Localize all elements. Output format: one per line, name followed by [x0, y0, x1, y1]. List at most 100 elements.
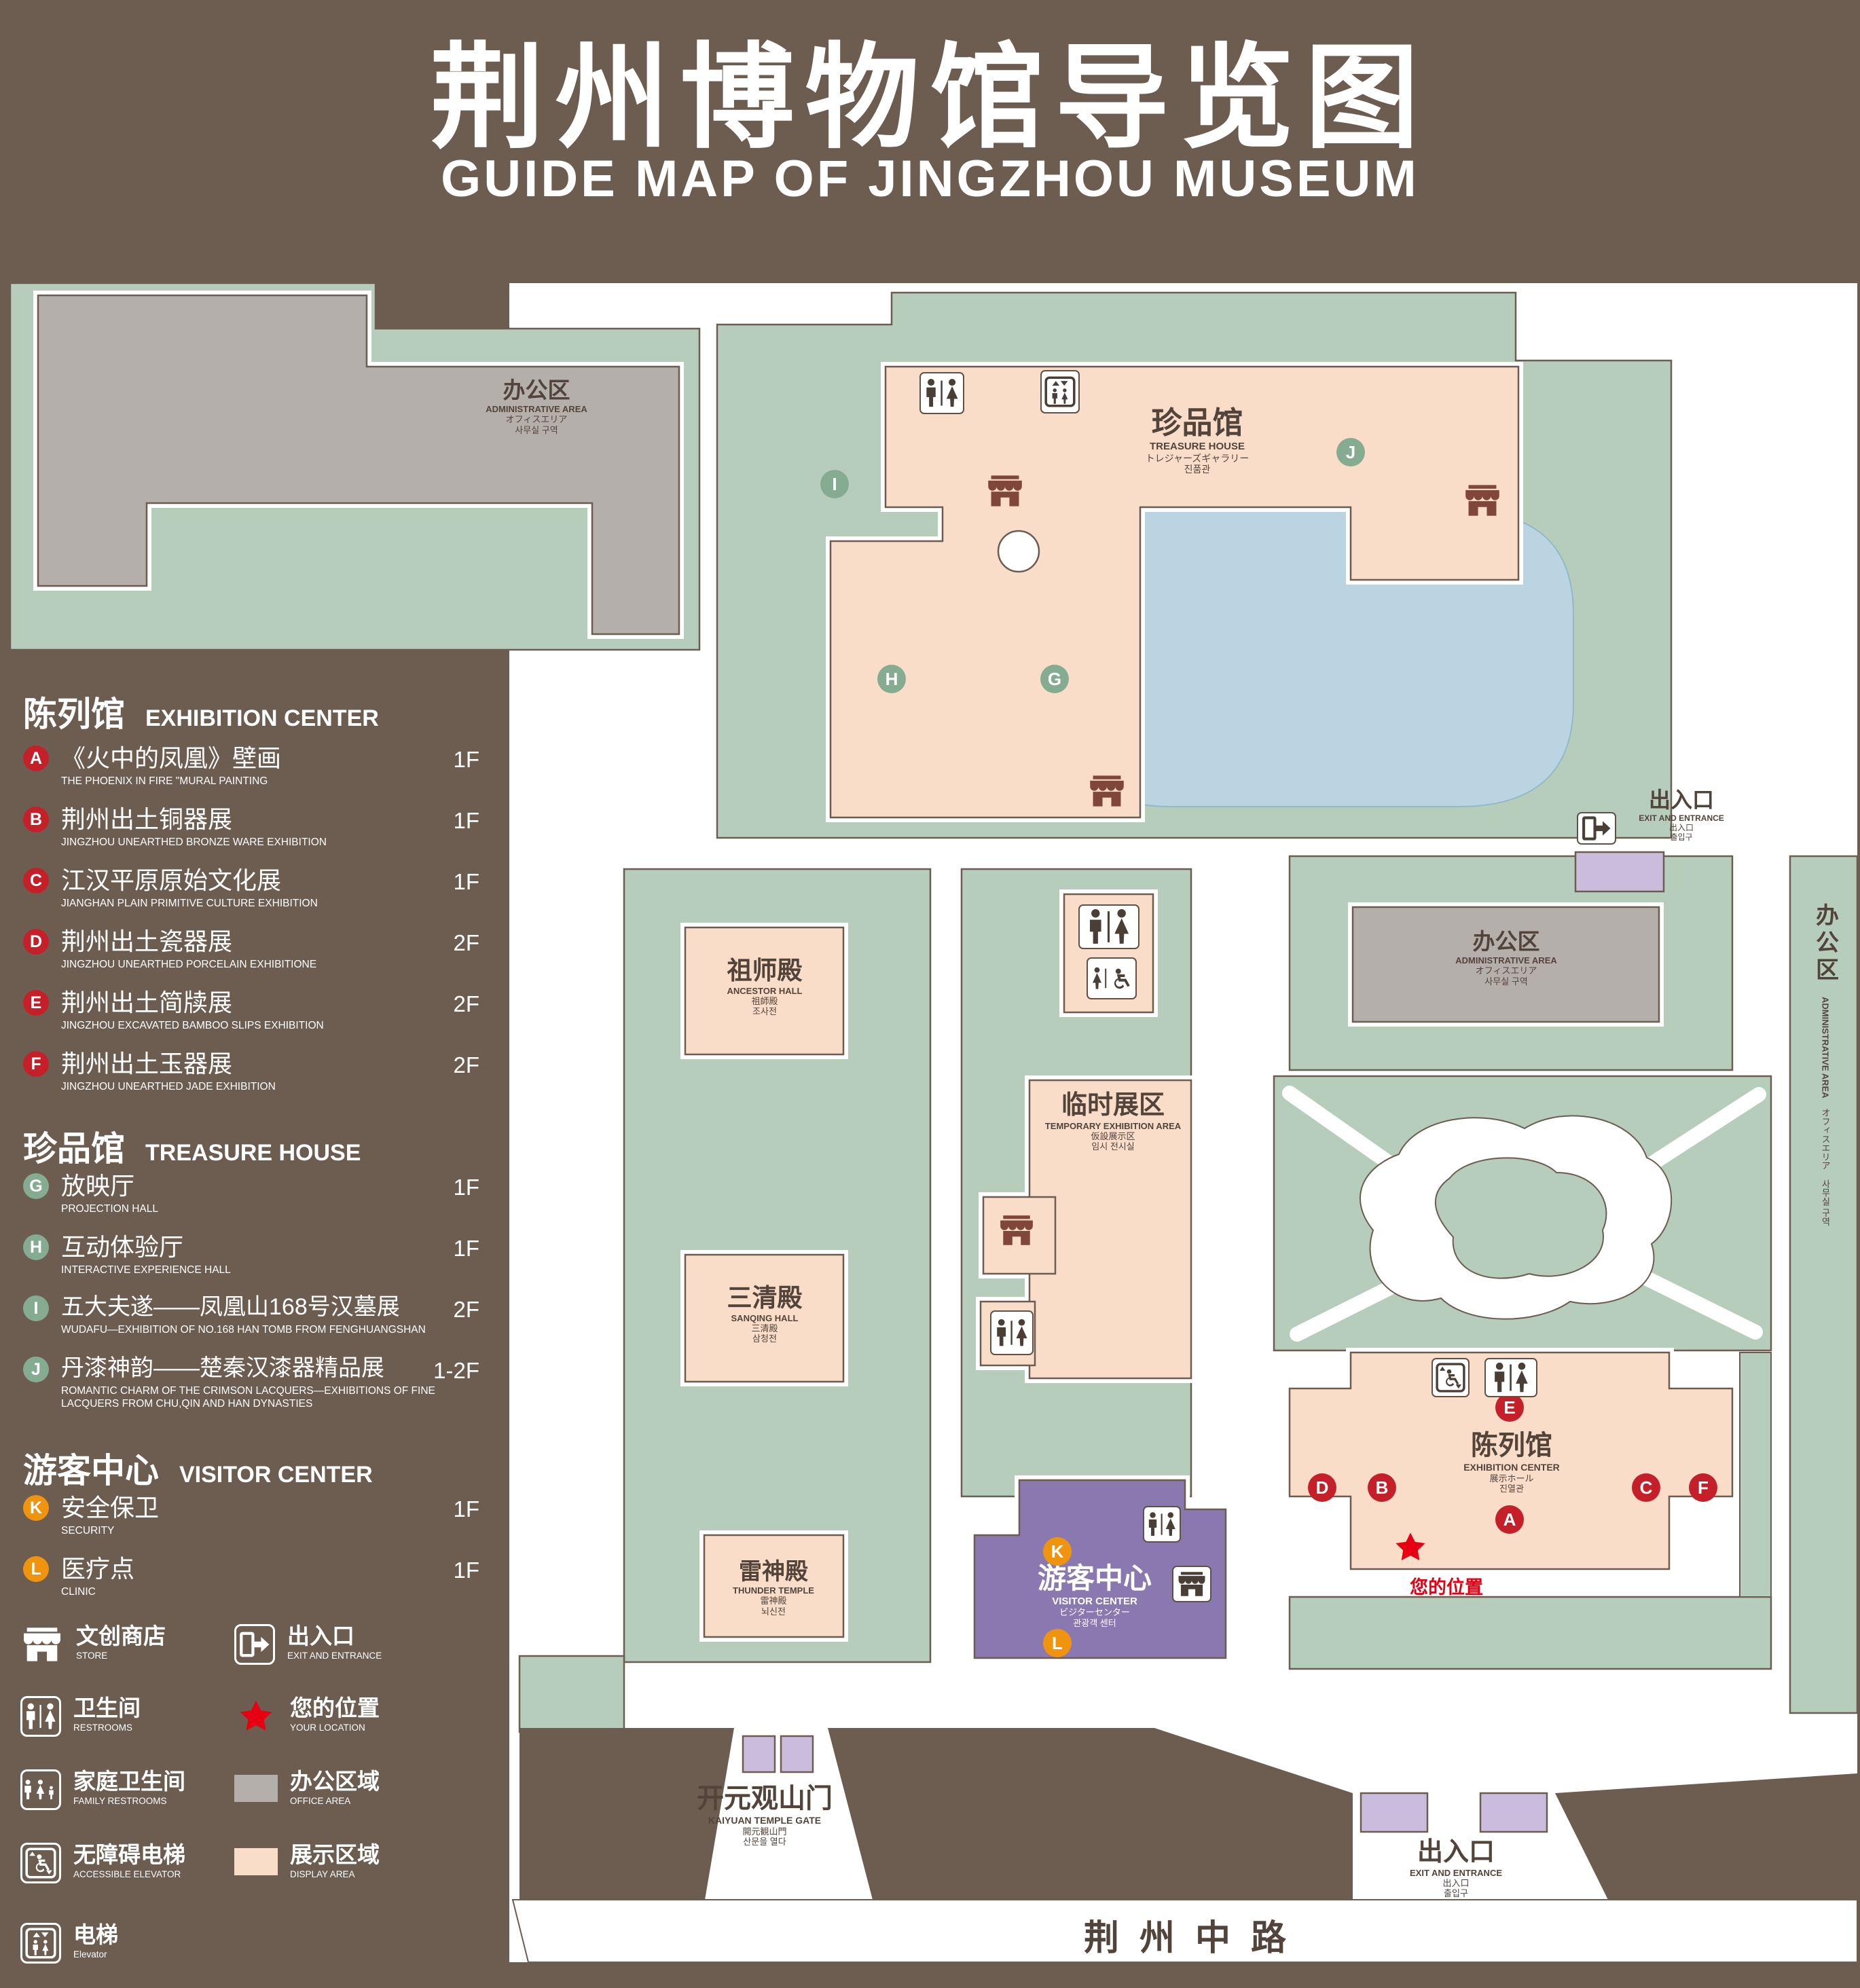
accessible-elevator-icon — [1432, 1358, 1470, 1397]
marker-A: A — [1495, 1505, 1524, 1534]
legend-item-L: L 医疗点 CLINIC 1F — [23, 1556, 509, 1598]
legend-item-C: C 江汉平原原始文化展 JIANGHAN PLAIN PRIMITIVE CUL… — [23, 868, 509, 910]
legend-badge-I: I — [23, 1295, 49, 1321]
your-location-label: 您的位置 — [1410, 1577, 1483, 1598]
your-location-star-icon — [1393, 1530, 1427, 1564]
marker-B: B — [1368, 1473, 1396, 1502]
family-accessible-restroom-icon — [1087, 957, 1137, 999]
restroom-icon — [1143, 1506, 1181, 1543]
legend-item-B: B 荆州出土铜器展 JINGZHOU UNEARTHED BRONZE WARE… — [23, 807, 509, 849]
marker-E: E — [1495, 1393, 1524, 1422]
store-icon — [1088, 774, 1126, 808]
marker-I: I — [820, 470, 849, 498]
legend-badge-K: K — [23, 1495, 49, 1521]
legend-item-A: A 《火中的凤凰》壁画 THE PHOENIX IN FIRE "MURAL P… — [23, 746, 509, 788]
location-star-icon — [234, 1696, 278, 1737]
map-label-sanqing-hall: 三清殿 SANQING HALL 三清殿 삼청전 — [727, 1284, 803, 1344]
marker-K: K — [1043, 1537, 1072, 1566]
legend-badge-H: H — [23, 1234, 49, 1260]
map-label-exit-bottom: 出入口 EXIT AND ENTRANCE 出入口 출입구 — [1409, 1838, 1503, 1899]
map-label-kaiyuan-gate: 开元观山门 KAIYUAN TEMPLE GATE 開元観山門 산문을 열다 — [697, 1784, 833, 1847]
store-icon — [986, 474, 1024, 508]
restroom-icon — [1484, 1358, 1537, 1397]
page-title: 荆州博物馆导览图 — [430, 34, 1430, 162]
entrance-block-bottom-right — [1479, 1792, 1548, 1833]
store-icon — [998, 1214, 1035, 1247]
park-island — [1434, 1157, 1607, 1279]
map-label-admin-top-left: 办公区 ADMINISTRATIVE AREA オフィスエリア 사무실 구역 — [486, 378, 587, 435]
marker-J: J — [1336, 438, 1365, 466]
display-area-swatch — [234, 1848, 278, 1875]
legend-item-G: G 放映厅 PROJECTION HALL 1F — [23, 1173, 509, 1215]
store-icon — [1172, 1566, 1211, 1602]
map-label-admin-right: 办公区 ADMINISTRATIVE AREA オフィスエリア 사무실 구역 — [1455, 929, 1557, 987]
page-subtitle: GUIDE MAP OF JINGZHOU MUSEUM — [441, 150, 1419, 208]
green-strip-admin-vertical — [1789, 855, 1859, 1714]
map-label-admin-vertical: 办公区 ADMINISTRATIVE AREA オフィスエリア 사무실 구역 — [1812, 903, 1838, 1226]
legend-badge-D: D — [23, 929, 49, 955]
map-label-temporary-area: 临时展区 TEMPORARY EXHIBITION AREA 仮設展示区 임시 … — [1044, 1091, 1182, 1152]
marker-H: H — [877, 665, 906, 693]
legend-badge-G: G — [23, 1173, 49, 1199]
legend-item-K: K 安全保卫 SECURITY 1F — [23, 1495, 509, 1537]
office-area-swatch — [234, 1775, 278, 1802]
marker-C: C — [1632, 1473, 1660, 1502]
wall-wedge-left — [519, 1728, 734, 1900]
map-label-ancestor-hall: 祖师殿 ANCESTOR HALL 祖師殿 조사전 — [727, 957, 803, 1017]
legend-badge-B: B — [23, 807, 49, 832]
legend-item-I: I 五大夫遂——凤凰山168号汉墓展 WUDAFU—EXHIBITION OF … — [23, 1295, 509, 1336]
restroom-icon — [919, 372, 964, 414]
legend-badge-C: C — [23, 868, 49, 894]
marker-F: F — [1689, 1473, 1717, 1502]
restroom-icon — [1078, 904, 1139, 949]
legend-badge-J: J — [23, 1357, 49, 1382]
legend-item-H: H 互动体验厅 INTERACTIVE EXPERIENCE HALL 1F — [23, 1234, 509, 1276]
wall-wedge-right — [1555, 1773, 1857, 1900]
exit-icon — [1577, 812, 1616, 845]
legend-item-D: D 荆州出土瓷器展 JINGZHOU UNEARTHED PORCELAIN E… — [23, 929, 509, 971]
map-label-exit-top-right: 出入口 EXIT AND ENTRANCE 出入口 출입구 — [1639, 788, 1724, 843]
elevator-icon — [20, 1923, 61, 1964]
map-label-treasure-house: 珍品馆 TREASURE HOUSE トレジャーズギャラリー 진품관 — [1145, 405, 1250, 475]
restroom-icon — [990, 1310, 1034, 1355]
legend-badge-F: F — [23, 1051, 49, 1077]
restroom-icon — [20, 1696, 61, 1737]
green-band-below-exhibition — [1288, 1596, 1772, 1670]
legend-badge-A: A — [23, 746, 49, 771]
entrance-block-bottom-left — [1360, 1792, 1429, 1833]
legend-item-E: E 荆州出土简牍展 JINGZHOU EXCAVATED BAMBOO SLIP… — [23, 990, 509, 1032]
store-icon — [1463, 483, 1501, 517]
store-icon — [20, 1624, 64, 1665]
legend-item-J: J 丹漆神韵——楚秦汉漆器精品展 ROMANTIC CHARM OF THE C… — [23, 1356, 509, 1410]
plaza-circle — [997, 530, 1040, 573]
wall-wedge-middle — [828, 1728, 1353, 1900]
entrance-block-top-right — [1574, 851, 1665, 893]
map-label-exhibition-center: 陈列馆 EXHIBITION CENTER 展示ホール 진열관 — [1463, 1431, 1560, 1494]
exit-icon — [234, 1624, 275, 1665]
accessible-elevator-icon — [20, 1843, 61, 1883]
family-restroom-icon — [20, 1769, 61, 1810]
legend-badge-E: E — [23, 990, 49, 1016]
road-jingzhou-middle — [511, 1899, 1858, 1963]
marker-G: G — [1040, 665, 1069, 693]
legend-item-F: F 荆州出土玉器展 JINGZHOU UNEARTHED JADE EXHIBI… — [23, 1051, 509, 1093]
marker-D: D — [1308, 1473, 1336, 1502]
map-label-visitor-center: 游客中心 VISITOR CENTER ビジターセンター 관광객 센터 — [1037, 1562, 1152, 1628]
elevator-icon — [1040, 370, 1080, 413]
marker-L: L — [1043, 1629, 1072, 1657]
gate-block-left — [742, 1735, 776, 1773]
green-corner-bottom-left — [518, 1655, 625, 1733]
